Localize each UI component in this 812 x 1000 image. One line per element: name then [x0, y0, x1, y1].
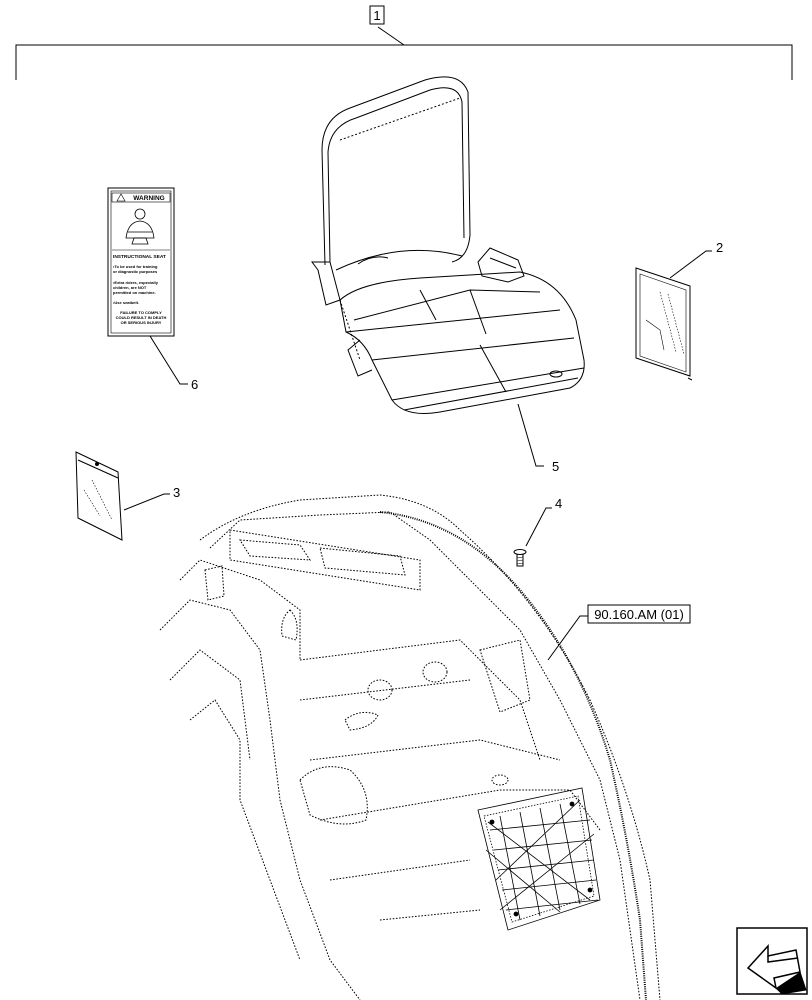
- decal-line-7: FAILURE TO COMPLY: [120, 310, 162, 315]
- edge-trim: [379, 511, 647, 1000]
- reference-leader: [547, 615, 588, 661]
- mesh-grille[interactable]: [477, 787, 601, 931]
- callout-5-leader: [517, 403, 544, 467]
- seatbelt-person-icon: [125, 208, 155, 245]
- instructional-seat[interactable]: [311, 76, 585, 414]
- navigation-arrow-icon[interactable]: [736, 927, 808, 995]
- plastic-bag[interactable]: [75, 451, 123, 541]
- decal-line-2: or diagnostic purposes: [113, 269, 158, 274]
- callout-4-leader: [525, 507, 552, 547]
- callout-3[interactable]: 3: [173, 485, 180, 500]
- operator-manual[interactable]: [635, 267, 693, 381]
- decal-header: WARNING: [133, 195, 164, 202]
- callout-1-box[interactable]: 1: [369, 5, 385, 25]
- callout-6-leader: [149, 335, 188, 385]
- screw[interactable]: [513, 549, 527, 567]
- callout-6[interactable]: 6: [191, 377, 198, 392]
- callout-4[interactable]: 4: [555, 496, 562, 511]
- callout-1: 1: [373, 8, 380, 23]
- decal-line-8: COULD RESULT IN DEATH: [116, 315, 167, 320]
- callout-2-leader: [669, 250, 712, 279]
- callout-5[interactable]: 5: [552, 459, 559, 474]
- decal-title: INSTRUCTIONAL SEAT: [113, 254, 166, 260]
- decal-line-4: children, are NOT: [113, 285, 147, 290]
- reference-label: 90.160.AM (01): [594, 607, 684, 622]
- reference-box[interactable]: 90.160.AM (01): [587, 604, 691, 624]
- callout-2[interactable]: 2: [716, 240, 723, 255]
- cab-structure: [159, 494, 661, 1000]
- warning-decal[interactable]: WARNING INSTRUCTIONAL SEAT •To be used f…: [107, 187, 175, 337]
- decal-line-5: permitted on machine.: [113, 290, 156, 295]
- callout-3-leader: [123, 493, 170, 511]
- warning-triangle-icon: [116, 193, 126, 202]
- decal-line-1: •To be used for training: [113, 264, 158, 269]
- decal-line-6: •Use seatbelt.: [113, 300, 139, 305]
- decal-line-3: •Extra riders, especially: [113, 280, 159, 285]
- decal-line-9: OR SERIOUS INJURY: [121, 320, 162, 325]
- assembly-bracket: [15, 26, 793, 80]
